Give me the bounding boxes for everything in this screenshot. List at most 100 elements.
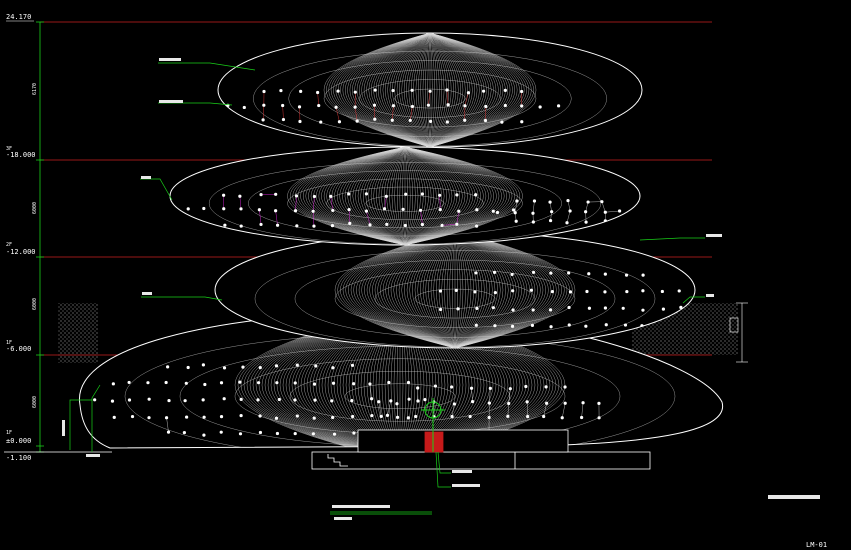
net-node xyxy=(532,199,537,203)
net-node xyxy=(500,120,504,124)
contour-line xyxy=(349,147,406,245)
contour-line xyxy=(380,33,431,147)
contour-ring xyxy=(288,60,572,137)
net-node xyxy=(556,104,561,108)
contour-line xyxy=(454,232,501,348)
contour-line xyxy=(406,33,431,147)
net-node xyxy=(625,289,629,294)
contour-line xyxy=(404,147,508,245)
net-node xyxy=(454,288,458,292)
contour-line xyxy=(454,232,472,348)
net-member xyxy=(384,196,387,209)
net-member xyxy=(295,195,297,211)
net-node xyxy=(186,207,190,211)
net-node xyxy=(560,416,564,420)
contour-line xyxy=(429,33,433,147)
net-node xyxy=(332,432,337,436)
contour-line xyxy=(454,232,576,348)
stone-b xyxy=(169,146,641,246)
contour-line xyxy=(302,147,406,245)
contour-line xyxy=(404,147,461,245)
net-member xyxy=(410,106,413,121)
net-node xyxy=(353,90,357,94)
contour-line xyxy=(361,232,456,348)
net-member xyxy=(507,403,509,417)
net-member xyxy=(442,224,457,226)
net-node xyxy=(370,413,374,418)
contour-line xyxy=(454,232,485,348)
net-node xyxy=(391,104,396,108)
contour-line xyxy=(429,33,497,147)
contour-line xyxy=(404,147,411,245)
contour-line xyxy=(409,232,456,348)
level-label: -6.000 xyxy=(6,345,31,353)
contour-line xyxy=(454,232,525,348)
net-node xyxy=(127,380,131,385)
net-node xyxy=(531,270,536,274)
net-node xyxy=(256,398,260,402)
contour-line xyxy=(429,33,435,147)
net-node xyxy=(493,324,497,328)
net-node xyxy=(548,308,553,312)
net-node xyxy=(275,381,279,385)
net-node xyxy=(274,364,279,368)
net-node xyxy=(466,91,471,95)
net-node xyxy=(524,384,528,389)
net-node xyxy=(352,431,356,435)
net-node xyxy=(470,400,475,404)
net-node xyxy=(239,207,243,211)
net-node xyxy=(641,273,645,277)
contour-line xyxy=(422,33,431,147)
net-node xyxy=(603,290,607,294)
net-node xyxy=(474,271,478,275)
net-node xyxy=(474,323,478,327)
contour-line xyxy=(404,147,484,245)
contour-line xyxy=(454,232,552,348)
net-node xyxy=(455,222,459,226)
contour-line xyxy=(429,33,499,147)
contour-line xyxy=(305,147,406,245)
net-node xyxy=(377,400,381,404)
contour-line xyxy=(406,232,456,348)
contour-line xyxy=(373,147,406,245)
net-member xyxy=(543,403,547,417)
net-node xyxy=(416,399,420,403)
net-node xyxy=(353,105,357,109)
net-member xyxy=(439,195,441,210)
contour-line xyxy=(401,33,431,147)
net-node xyxy=(544,385,548,389)
net-node xyxy=(538,105,542,109)
hatched-panel-left xyxy=(58,303,98,363)
right-dimension xyxy=(729,302,748,363)
net-node xyxy=(493,291,497,295)
net-node xyxy=(202,206,206,211)
net-node xyxy=(403,223,407,228)
net-node xyxy=(293,431,297,436)
net-node xyxy=(312,382,317,386)
contour-line xyxy=(402,147,406,245)
net-member xyxy=(562,403,566,418)
contour-line xyxy=(429,33,450,147)
net-node xyxy=(274,192,278,196)
contour-line xyxy=(429,33,454,147)
contour-line xyxy=(357,147,406,245)
contour-line xyxy=(454,232,530,348)
net-node xyxy=(201,398,205,402)
net-node xyxy=(389,399,393,403)
net-node xyxy=(258,366,262,370)
net-member xyxy=(585,201,589,212)
net-node xyxy=(567,271,571,275)
net-node xyxy=(222,207,226,211)
level-labels: 24.170 3F -18.000 2F -12.000 1F -6.000 1… xyxy=(6,13,36,462)
net-node xyxy=(239,397,243,401)
net-node xyxy=(563,385,567,389)
net-node xyxy=(295,414,299,418)
net-node xyxy=(426,103,430,107)
contour-line xyxy=(364,232,456,348)
net-node xyxy=(511,289,515,293)
contour-line xyxy=(388,232,456,348)
net-node xyxy=(568,290,573,294)
contour-line xyxy=(429,33,480,147)
level-label: -1.100 xyxy=(6,454,31,462)
net-member xyxy=(605,210,620,213)
